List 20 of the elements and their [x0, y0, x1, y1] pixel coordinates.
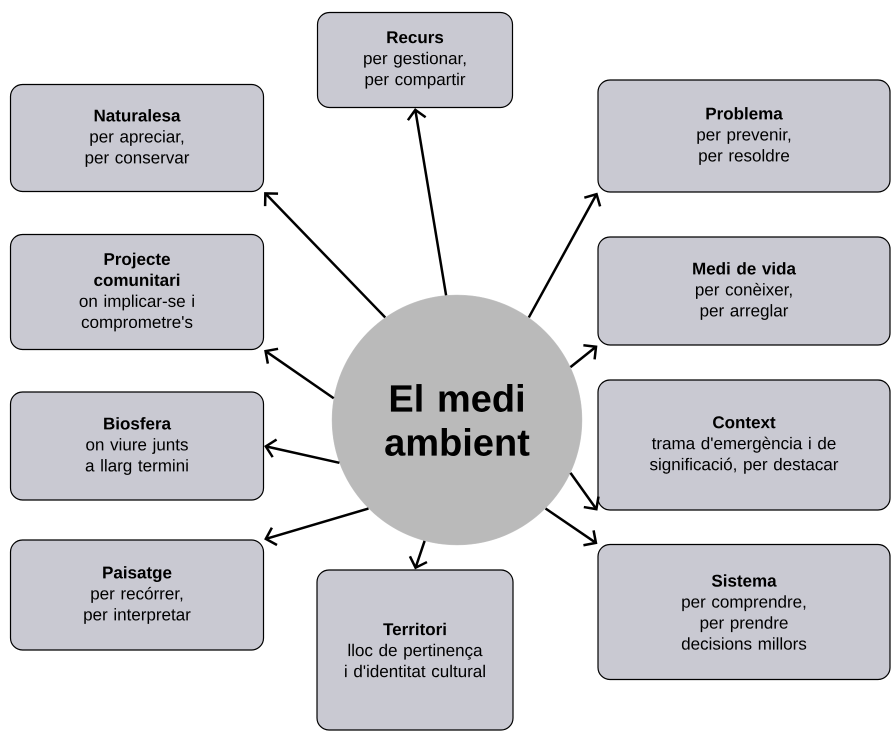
arrow: [264, 438, 340, 464]
concept-box: Naturalesa per apreciar, per conservar: [10, 84, 264, 192]
concept-box: Projecte comunitari on implicar-se i comprometre's: [10, 234, 264, 350]
concept-box: Problema per prevenir, per resoldre: [597, 79, 891, 193]
arrow: [264, 507, 369, 546]
arrow: [264, 192, 386, 318]
arrow: [406, 108, 448, 296]
concept-box: Sistema per comprendre, per prendre decisions millors: [597, 544, 891, 680]
arrow: [264, 348, 334, 400]
arrow: [544, 508, 598, 546]
concept-box: Recurs per gestionar, per compartir: [316, 12, 514, 108]
concept-box: Territori lloc de pertinença i d'identitat cultural: [316, 569, 514, 731]
concept-box: Medi de vida per conèixer, per arreglar: [597, 236, 891, 346]
arrow: [570, 344, 598, 368]
concept-box: Biosfera on viure junts a llarg termini: [10, 391, 264, 501]
concept-box: Paisatge per recórrer, per interpretar: [10, 539, 264, 651]
arrow: [528, 192, 602, 318]
arrow: [569, 472, 600, 511]
arrow: [408, 540, 428, 570]
concept-box: Context trama d'emergència i de significació, per destacar: [597, 379, 891, 511]
